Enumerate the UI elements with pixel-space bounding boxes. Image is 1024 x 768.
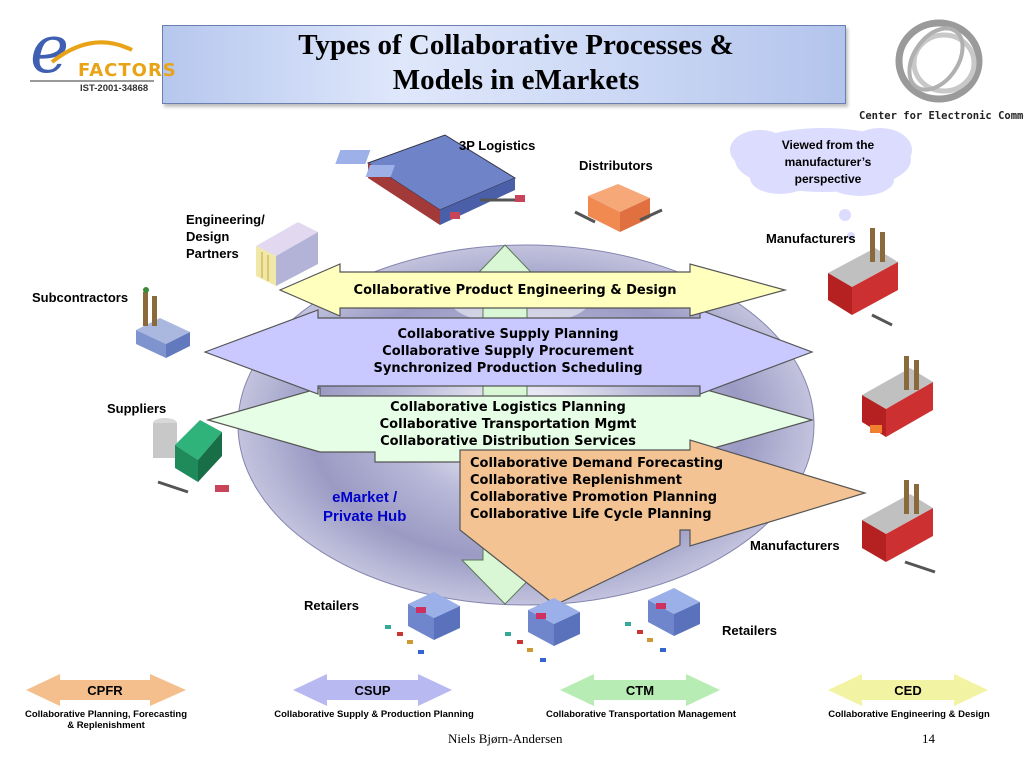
legend-desc-cpfr-line-1: Collaborative Planning, Forecasting [24,709,188,720]
manufacturer-factory-icon-3 [862,480,936,574]
legend-desc-csup: Collaborative Supply & Production Planni… [274,709,474,720]
callout-line-3: perspective [794,172,862,186]
ctm-process-1: Collaborative Logistics Planning [390,400,626,415]
label-engineering-partners: Engineering/ Design Partners [186,211,265,262]
label-manufacturers-bottom: Manufacturers [750,538,840,553]
label-subcontractors: Subcontractors [32,290,129,305]
logo-e-letter: e [30,11,69,88]
retailer-store-icon-1 [385,592,460,654]
logo-factors-text: FACTORS [78,60,177,81]
ctm-process-3: Collaborative Distribution Services [380,434,636,449]
distributors-building-icon [574,184,663,232]
legend-desc-ced: Collaborative Engineering & Design [828,709,990,720]
label-manufacturers-top: Manufacturers [766,231,856,246]
efactors-logo-graphic: e [30,11,154,88]
legend-desc-cpfr-line-2: & Replenishment [67,720,145,731]
ctm-arrow-text: Collaborative Logistics Planning Collabo… [318,399,698,450]
legend-desc-ctm: Collaborative Transportation Management [545,709,737,720]
cpfr-process-1: Collaborative Demand Forecasting [470,456,724,471]
label-engineering-line-1: Engineering/ [186,212,265,227]
csup-process-2: Collaborative Supply Procurement [382,344,634,359]
subcontractors-factory-icon [136,287,190,358]
legend-desc-cpfr: Collaborative Planning, Forecasting & Re… [6,709,206,731]
title-banner [162,25,846,104]
cec-logo-text: Center for Electronic Commerce [859,110,1024,122]
legend-code-ctm: CTM [625,683,655,698]
retailer-store-icon-3 [625,588,700,652]
cec-logo: Center for Electronic Commerce [856,15,1024,133]
legend-arrow-ctm [560,674,720,706]
suppliers-plant-icon [153,418,229,494]
efactors-logo: e FACTORS IST-2001-34868 [22,10,176,100]
label-engineering-line-3: Partners [186,246,239,261]
ced-arrow [278,263,788,317]
label-retailers-right: Retailers [722,623,777,638]
title-line-1: Types of Collaborative Processes & [298,29,734,61]
manufacturer-factory-icon-1 [828,228,898,327]
cpfr-arrow [459,439,868,606]
callout-line-2: manufacturer’s [784,155,872,169]
logo-project-code: IST-2001-34868 [80,83,149,94]
legend-arrow-csup [293,674,452,706]
manufacturer-factory-icon-2 [862,356,933,437]
ctm-arrow [205,387,815,463]
csup-process-1: Collaborative Supply Planning [397,327,619,342]
legend-arrow-ced [828,674,988,706]
hub-label-line-1: eMarket / [332,489,398,506]
callout-cloud [730,128,912,240]
legend-arrow-cpfr [26,674,186,706]
legend-code-ced: CED [894,683,922,698]
engineering-building-icon [256,222,318,286]
legend-code-csup: CSUP [354,683,391,698]
callout-line-1: Viewed from the [781,138,875,152]
retailer-store-icon-2 [505,598,580,662]
cpfr-arrow-text: Collaborative Demand Forecasting Collabo… [470,455,723,523]
ced-process-1: Collaborative Product Engineering & Desi… [353,283,677,298]
callout-text: Viewed from the manufacturer’s perspecti… [745,137,911,188]
label-engineering-line-2: Design [186,229,230,244]
csup-arrow-text: Collaborative Supply Planning Collaborat… [318,326,698,377]
footer-author: Niels Bjørn-Andersen [448,731,563,746]
hub-label: eMarket / Private Hub [323,488,406,526]
footer-page-number: 14 [922,731,935,746]
csup-arrow [203,309,814,395]
legend-code-cpfr: CPFR [87,683,123,698]
label-3p-logistics: 3P Logistics [459,138,536,153]
ctm-process-2: Collaborative Transportation Mgmt [379,417,637,432]
csup-process-3: Synchronized Production Scheduling [373,361,643,376]
page-title: Types of Collaborative Processes & Model… [162,28,870,98]
cec-logo-rings [895,19,983,103]
title-line-2: Models in eMarkets [392,64,640,96]
label-retailers-left: Retailers [304,598,359,613]
cpfr-process-4: Collaborative Life Cycle Planning [470,507,712,522]
label-suppliers: Suppliers [107,401,167,416]
hub-label-line-2: Private Hub [323,508,407,525]
label-distributors: Distributors [579,158,653,173]
ced-arrow-text: Collaborative Product Engineering & Desi… [340,282,690,299]
logistics-warehouse-icon [335,134,525,225]
cpfr-process-2: Collaborative Replenishment [470,473,683,488]
cpfr-process-3: Collaborative Promotion Planning [470,490,718,505]
